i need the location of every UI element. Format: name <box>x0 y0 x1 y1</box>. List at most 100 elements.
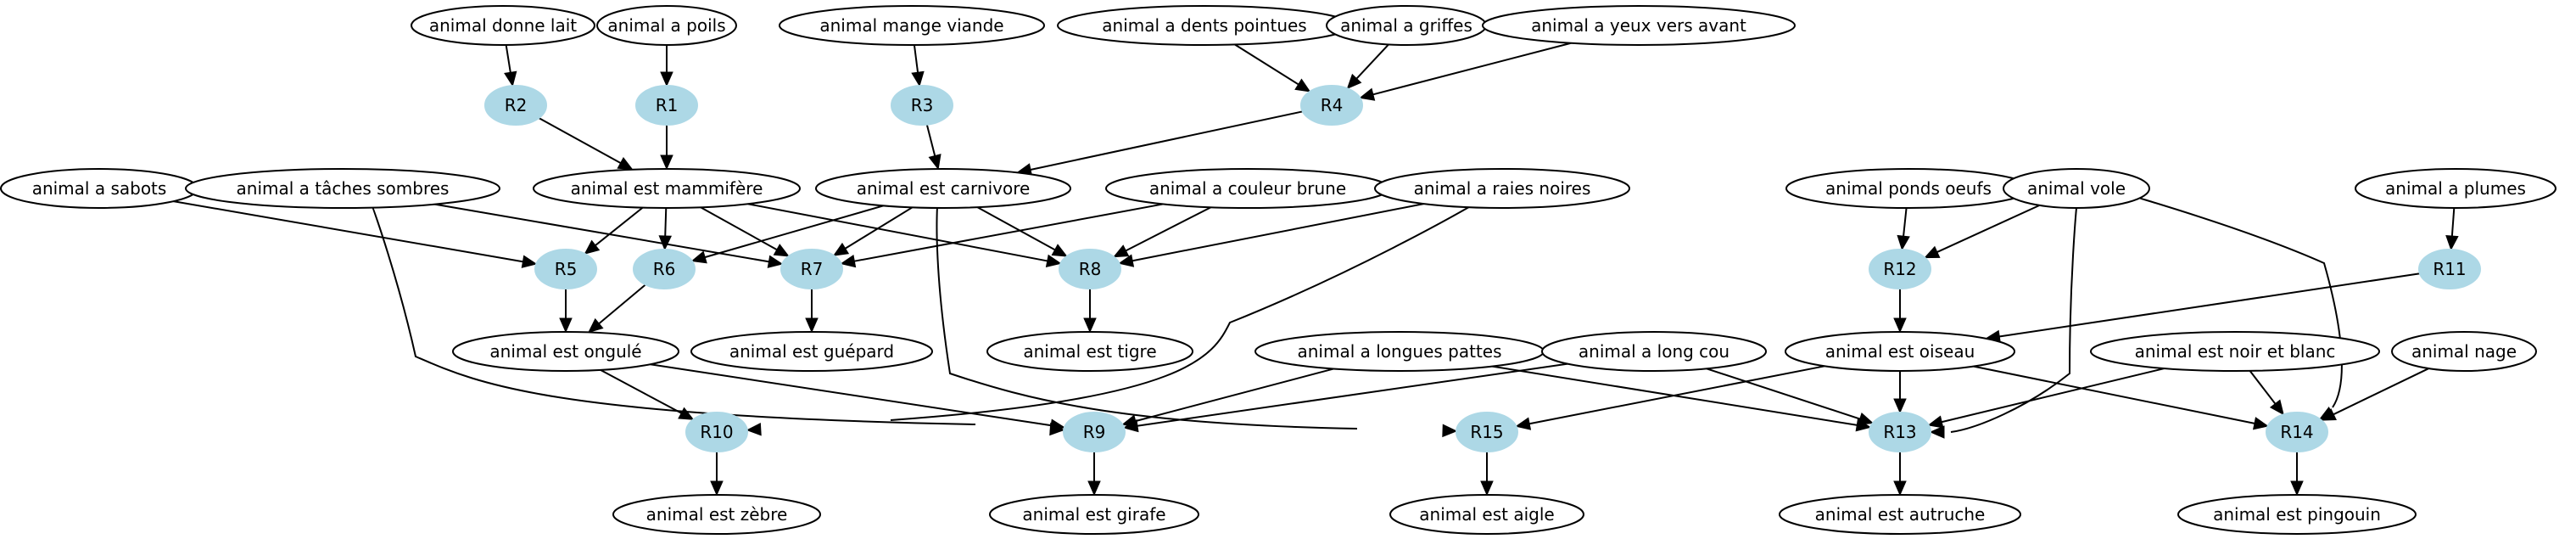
edges-layer <box>173 42 2459 497</box>
edge-brune-to-R7 <box>840 203 1164 268</box>
node-label: animal vole <box>2027 178 2126 199</box>
edge-R7-to-guepard <box>805 289 819 334</box>
arrowhead-icon <box>617 157 634 171</box>
edge-R14-to-pingouin <box>2290 452 2304 497</box>
arrowhead-icon <box>1118 254 1135 267</box>
fact-node-pattes: animal a longues pattes <box>1254 331 1545 372</box>
node-label: animal a raies noires <box>1414 178 1591 199</box>
fact-node-noirblanc: animal est noir et blanc <box>2090 331 2380 372</box>
edge-line <box>1133 368 1334 423</box>
arrowhead-icon <box>1893 398 1907 414</box>
edge-R3-to-carnivore <box>925 124 942 171</box>
arrowhead-icon <box>1893 480 1907 497</box>
arrowhead-icon <box>2269 399 2284 416</box>
fact-node-yeux: animal a yeux vers avant <box>1482 5 1796 46</box>
arrowhead-icon <box>1924 245 1941 259</box>
edge-line <box>1028 110 1304 171</box>
edge-line <box>505 44 512 75</box>
node-shape <box>685 412 748 452</box>
fact-node-aigle: animal est aigle <box>1389 494 1584 535</box>
arrowhead-icon <box>1122 418 1139 433</box>
rule-node-r9: R9 <box>1063 412 1126 452</box>
arrowhead-icon <box>2290 480 2304 497</box>
edge-raies-to-R10 <box>746 206 1469 436</box>
fact-node-carnivore: animal est carnivore <box>815 168 1071 209</box>
arrowhead-icon <box>587 317 604 334</box>
node-label: animal ponds oeufs <box>1825 178 1992 199</box>
node-shape <box>986 331 1193 372</box>
fact-node-plumes: animal a plumes <box>2355 168 2556 209</box>
arrowhead-icon <box>767 255 784 268</box>
arrowhead-icon <box>504 70 517 87</box>
node-shape <box>1482 5 1796 46</box>
edge-raies-to-R8 <box>1118 203 1424 267</box>
rule-node-r5: R5 <box>534 249 597 289</box>
edge-line <box>1124 206 1211 253</box>
edge-line <box>1950 207 2077 433</box>
node-label: animal est girafe <box>1022 504 1165 525</box>
edge-mammifere-to-R6 <box>658 207 673 251</box>
edge-line <box>538 117 623 165</box>
arrowhead-icon <box>521 255 538 268</box>
node-shape <box>1059 249 1121 289</box>
edge-line <box>925 124 936 158</box>
node-shape <box>2391 331 2537 372</box>
edge-line <box>600 368 684 415</box>
node-shape <box>612 494 821 535</box>
rule-node-r1: R1 <box>635 85 698 126</box>
edge-carnivore-to-R7 <box>832 206 914 256</box>
edge-mammifere-to-R8 <box>747 203 1062 267</box>
arrowhead-icon <box>1857 412 1875 425</box>
fact-node-raies: animal a raies noires <box>1374 168 1630 209</box>
node-label: animal est pingouin <box>2213 504 2381 525</box>
edge-ongule-to-R9 <box>650 363 1066 432</box>
edge-R1-to-mammifere <box>660 125 673 171</box>
edge-vole-to-R12 <box>1924 204 2040 259</box>
fact-node-zebre: animal est zèbre <box>612 494 821 535</box>
rule-node-r4: R4 <box>1300 85 1363 126</box>
edge-noirblanc-to-R13 <box>1927 368 2165 429</box>
node-label: R9 <box>1083 422 1106 442</box>
arrowhead-icon <box>584 239 601 255</box>
fact-node-cou: animal a long cou <box>1541 331 1767 372</box>
edge-lait-to-R2 <box>504 44 517 87</box>
node-label: animal est tigre <box>1023 341 1156 362</box>
node-shape <box>780 249 843 289</box>
node-label: animal est zèbre <box>646 504 788 525</box>
edge-line <box>747 203 1049 262</box>
arrowhead-icon <box>805 317 819 334</box>
fact-node-taches: animal a tâches sombres <box>185 168 500 209</box>
arrowhead-icon <box>1893 317 1907 334</box>
edge-carnivore-to-R8 <box>976 206 1068 257</box>
node-shape <box>1869 412 1931 452</box>
arrowhead-icon <box>1929 425 1945 439</box>
fact-node-viande: animal mange viande <box>779 5 1045 46</box>
fact-node-vole: animal vole <box>2003 168 2150 209</box>
edge-line <box>843 206 914 250</box>
rule-node-r7: R7 <box>780 249 843 289</box>
node-label: animal a tâches sombres <box>237 178 450 199</box>
arrowhead-icon <box>1083 317 1097 334</box>
arrowhead-icon <box>746 423 762 436</box>
edge-line <box>976 206 1057 252</box>
arrowhead-icon <box>1480 480 1494 497</box>
edge-line <box>173 200 525 263</box>
edge-taches-to-R7 <box>434 203 784 268</box>
node-label: R3 <box>911 95 934 115</box>
edge-line <box>434 203 771 263</box>
fact-node-poils: animal a poils <box>596 5 737 46</box>
fact-node-pingouin: animal est pingouin <box>2177 494 2417 535</box>
rule-node-r12: R12 <box>1869 249 1931 289</box>
node-label: animal nage <box>2411 341 2517 362</box>
node-shape <box>1456 412 1518 452</box>
edge-line <box>1234 43 1300 87</box>
edge-R4-to-carnivore <box>1016 110 1304 177</box>
arrowhead-icon <box>660 154 673 171</box>
arrowhead-icon <box>1087 480 1101 497</box>
node-label: R6 <box>653 259 676 279</box>
node-shape <box>484 85 547 126</box>
edge-line <box>702 205 884 259</box>
rule-node-r14: R14 <box>2266 412 2328 452</box>
node-label: animal est mammifère <box>571 178 763 199</box>
